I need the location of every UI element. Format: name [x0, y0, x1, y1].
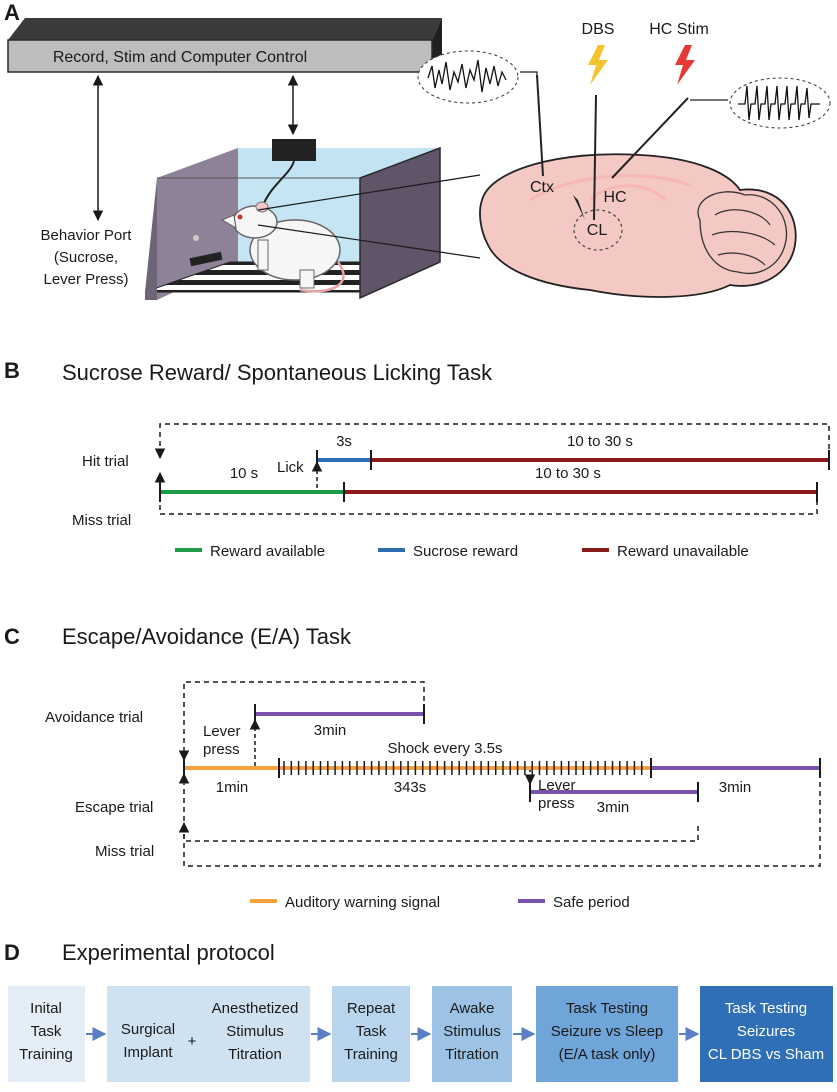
label-hit-10-30: 10 to 30 s: [567, 433, 633, 450]
svg-text:Seizure vs Sleep: Seizure vs Sleep: [551, 1023, 664, 1040]
lick-label: Lick: [277, 459, 304, 476]
svg-text:Implant: Implant: [123, 1044, 173, 1061]
brain-section: [479, 153, 797, 298]
panel-c-letter: C: [4, 624, 20, 649]
panel-b-letter: B: [4, 358, 20, 383]
escape-trial-label: Escape trial: [75, 799, 153, 816]
hc-electrode: [611, 97, 689, 179]
label-1min: 1min: [216, 779, 249, 796]
cl-label: CL: [587, 222, 608, 239]
lever-press-1-line-1: Lever: [203, 723, 241, 740]
plus-sign: +: [188, 1033, 197, 1050]
control-box-label: Record, Stim and Computer Control: [53, 49, 307, 66]
label-10s: 10 s: [230, 465, 258, 482]
legend-reward-available: Reward available: [210, 543, 325, 560]
dbs-lightning-icon: [588, 45, 608, 85]
lever-press-2-line-2: press: [538, 795, 575, 812]
svg-text:Task Testing: Task Testing: [566, 1000, 648, 1017]
label-3min-avoid: 3min: [314, 722, 347, 739]
label-3min-miss: 3min: [719, 779, 752, 796]
svg-text:Anesthetized: Anesthetized: [212, 1000, 299, 1017]
protocol-step-repeat-training: Repeat Task Training: [332, 986, 410, 1082]
svg-text:Titration: Titration: [228, 1046, 282, 1063]
svg-text:Titration: Titration: [445, 1046, 499, 1063]
panel-d-letter: D: [4, 940, 20, 965]
miss-c-outline: [183, 780, 821, 867]
rat-illustration: [220, 201, 345, 293]
svg-text:Task Testing: Task Testing: [725, 1000, 807, 1017]
protocol-step-dbs-vs-sham: Task Testing Seizures CL DBS vs Sham: [700, 986, 833, 1082]
miss-trial-b-label: Miss trial: [72, 512, 131, 529]
c-tick-marks: [183, 704, 821, 802]
svg-text:Seizures: Seizures: [737, 1023, 795, 1040]
panel-b-title: Sucrose Reward/ Spontaneous Licking Task: [62, 360, 493, 385]
hit-trial-label: Hit trial: [82, 453, 129, 470]
dbs-label: DBS: [582, 21, 615, 38]
avoidance-trial-label: Avoidance trial: [45, 709, 143, 726]
behavior-port-line-2: (Sucrose,: [54, 249, 118, 266]
protocol-step-seizure-vs-sleep: Task Testing Seizure vs Sleep (E/A task …: [536, 986, 678, 1082]
protocol-step-initial-training: Inital Task Training: [8, 986, 85, 1082]
label-343s: 343s: [394, 779, 427, 796]
projection-line-bottom: [257, 224, 481, 259]
b-tick-marks: [159, 450, 830, 502]
panel-c-title: Escape/Avoidance (E/A) Task: [62, 624, 352, 649]
svg-text:Task: Task: [356, 1023, 387, 1040]
hit-trial-outline: [159, 423, 830, 458]
ctx-label: Ctx: [530, 179, 554, 196]
protocol-step-surgery-titration: Surgical Implant + Anesthetized Stimulus…: [107, 986, 310, 1082]
svg-text:(E/A task only): (E/A task only): [559, 1046, 656, 1063]
svg-text:Training: Training: [344, 1046, 398, 1063]
svg-text:Stimulus: Stimulus: [443, 1023, 501, 1040]
svg-text:Stimulus: Stimulus: [226, 1023, 284, 1040]
legend-sucrose-reward: Sucrose reward: [413, 543, 518, 560]
projection-line-top: [257, 174, 481, 211]
lever-press-1-line-2: press: [203, 741, 240, 758]
control-box: Record, Stim and Computer Control: [7, 18, 442, 73]
protocol-step-awake-titration: Awake Stimulus Titration: [432, 986, 512, 1082]
miss-trial-b-outline: [159, 478, 818, 515]
hc-label: HC: [603, 189, 626, 206]
ctx-eeg-trace: [417, 50, 519, 104]
legend-safe-period: Safe period: [553, 894, 630, 911]
shock-tick-marks: [283, 761, 643, 775]
panel-d-title: Experimental protocol: [62, 940, 275, 965]
svg-text:Training: Training: [19, 1046, 73, 1063]
miss-trial-c-label: Miss trial: [95, 843, 154, 860]
hc-spike-trace: [729, 77, 831, 129]
panel-a-letter: A: [4, 0, 20, 25]
legend-reward-unavailable: Reward unavailable: [617, 543, 749, 560]
label-miss-10-30: 10 to 30 s: [535, 465, 601, 482]
svg-text:Task: Task: [31, 1023, 62, 1040]
svg-text:Inital: Inital: [30, 1000, 62, 1017]
svg-text:Repeat: Repeat: [347, 1000, 396, 1017]
behavior-port-line-1: Behavior Port: [41, 227, 133, 244]
label-3min-escape: 3min: [597, 799, 630, 816]
svg-text:Surgical: Surgical: [121, 1021, 175, 1038]
dbs-electrode: [593, 94, 597, 221]
ctx-electrode: [536, 74, 544, 177]
lever-press-2-line-1: Lever: [538, 777, 576, 794]
shock-label: Shock every 3.5s: [387, 740, 502, 757]
escape-outline: [183, 824, 699, 842]
avoidance-outline: [183, 681, 425, 752]
label-3s: 3s: [336, 433, 352, 450]
hc-stim-lightning-icon: [675, 45, 695, 85]
svg-text:CL DBS vs Sham: CL DBS vs Sham: [708, 1046, 824, 1063]
legend-auditory-warning: Auditory warning signal: [285, 894, 440, 911]
behavior-port-line-3: Lever Press): [43, 271, 128, 288]
hc-stim-label: HC Stim: [649, 21, 709, 38]
svg-text:Awake: Awake: [450, 1000, 495, 1017]
